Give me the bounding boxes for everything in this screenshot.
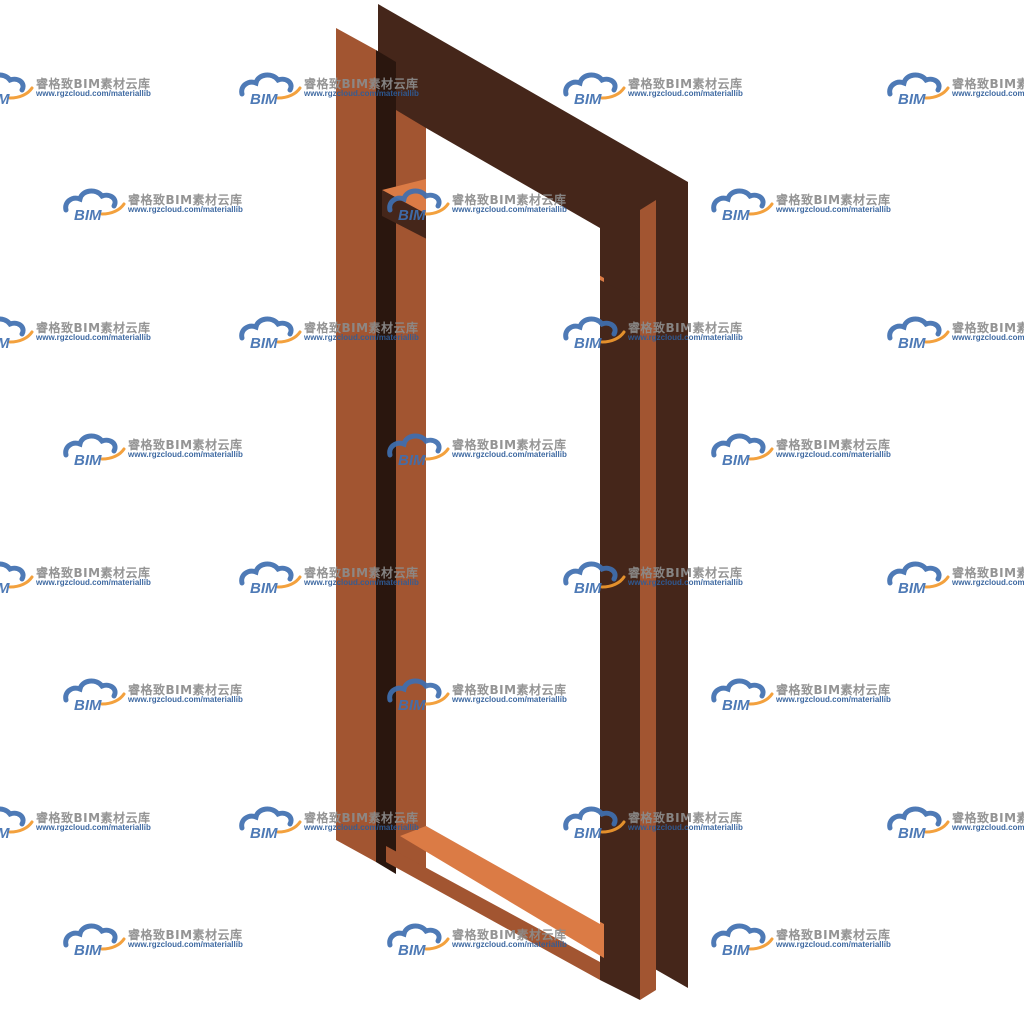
frame-right-jamb-edge [640, 200, 656, 1000]
frame-opening [426, 128, 600, 924]
frame-left-jamb-side [376, 50, 396, 874]
frame-sill-rail-face [400, 826, 604, 958]
frame-outer-left-jamb [336, 28, 376, 862]
frame-sill-rail-side [386, 846, 600, 980]
frame-right-jamb-face [600, 280, 640, 1000]
